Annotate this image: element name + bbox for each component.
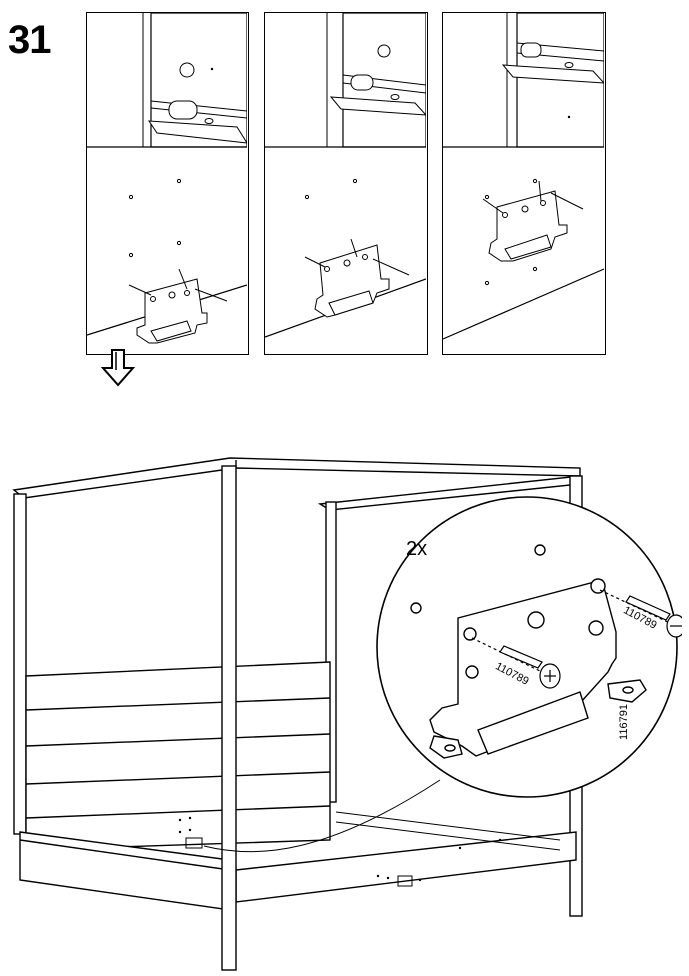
detail-zoom-circle: [376, 496, 682, 798]
bed-frame-illustration: [12, 457, 583, 971]
panel-step-3: [442, 12, 606, 355]
step-number: 31: [8, 18, 51, 62]
hollow-down-arrow-icon: [100, 349, 136, 387]
quantity-label: 2x: [406, 538, 428, 560]
panel-step-2: [264, 12, 428, 355]
bracket-code-label: 116791: [617, 704, 630, 740]
panel-step-1: [86, 12, 249, 355]
